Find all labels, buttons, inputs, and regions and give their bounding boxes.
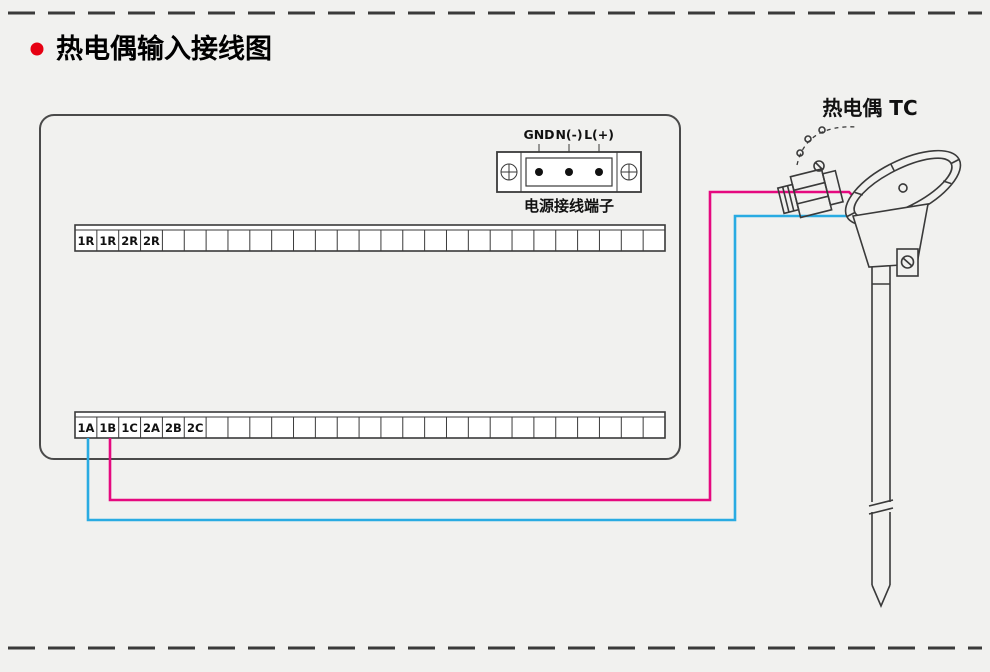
terminal-cell-label: 1R (77, 234, 94, 248)
terminal-strip-outline (74, 224, 666, 252)
terminal-cell-label: 1C (121, 421, 137, 435)
lid-chain-link (818, 126, 826, 134)
probe-break-mark (868, 499, 894, 507)
lid-open-arc (796, 126, 859, 166)
lid-chain-link (804, 135, 812, 143)
terminal-cell-label: 2R (143, 234, 160, 248)
lower-terminal-strip: 1A 1B 1C 2A 2B 2C (74, 411, 666, 439)
power-terminal-block (496, 144, 642, 193)
terminal-cell-label: 1R (99, 234, 116, 248)
terminal-cell-label: 2B (165, 421, 182, 435)
probe-break-mark (868, 507, 894, 515)
power-label-l: L(+) (584, 127, 614, 142)
terminal-cell-label: 2C (187, 421, 203, 435)
power-label-gnd: GND (523, 127, 554, 142)
terminal-strip-outline (74, 411, 666, 439)
wire-pink (108, 190, 861, 502)
power-pin-l (595, 168, 603, 176)
terminal-cell-label: 2R (121, 234, 138, 248)
probe-tip (871, 584, 891, 609)
thermocouple-label: 热电偶 TC (822, 96, 917, 120)
terminal-cell-label: 1B (99, 421, 116, 435)
terminal-cell-label: 2A (143, 421, 160, 435)
lid-chain-link (796, 149, 804, 157)
side-screw-icon (900, 255, 915, 269)
hinge-screw-icon (813, 160, 825, 172)
hex-fitting (776, 168, 845, 219)
power-pin-gnd (535, 168, 543, 176)
terminal-cell-label: 1A (77, 421, 94, 435)
upper-terminal-strip: 1R 1R 2R 2R (74, 224, 666, 252)
page-title: 热电偶输入接线图 (56, 33, 272, 65)
power-caption: 电源接线端子 (524, 197, 614, 215)
power-pin-n (565, 168, 573, 176)
instrument-panel-outline (39, 114, 681, 460)
title-bullet-icon (30, 42, 44, 56)
wire-blue (86, 214, 879, 522)
thermocouple-drawing (776, 126, 962, 609)
power-label-n: N(-) (555, 127, 582, 142)
